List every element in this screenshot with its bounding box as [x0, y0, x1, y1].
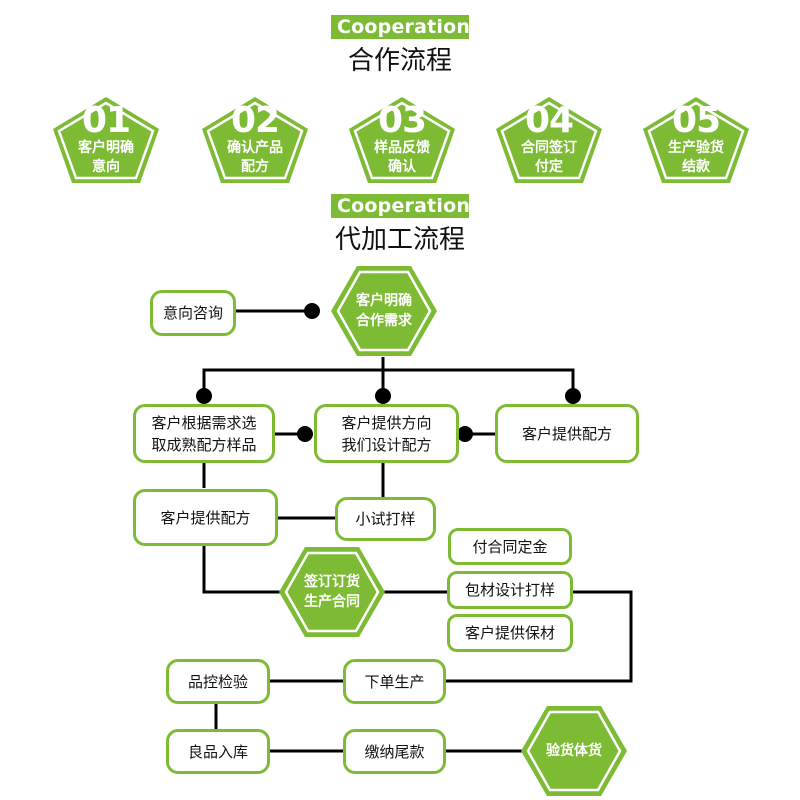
hexagon-shape: [331, 266, 437, 356]
step-label-line1: 确认产品: [227, 140, 283, 156]
node-trial-sample: 小试打样: [335, 497, 436, 541]
node-client-packaging: 客户提供保材: [447, 614, 573, 652]
junction-dot: [457, 426, 473, 442]
hex-label-line2: 合作需求: [356, 313, 412, 329]
step-05: 05 生产验货 结款: [640, 95, 752, 185]
node-label-line2: 取成熟配方样品: [151, 435, 257, 454]
step-number: 04: [524, 100, 574, 141]
junction-dot: [375, 388, 391, 404]
node-select-mature-formula: 客户根据需求选 取成熟配方样品: [133, 404, 275, 463]
junction-dot: [297, 426, 313, 442]
step-number: 03: [377, 100, 427, 141]
line-branch-bus: [202, 368, 575, 396]
pentagon-shape: [349, 97, 455, 183]
step-label-line1: 合同签订: [521, 140, 577, 156]
node-we-design-formula: 客户提供方向 我们设计配方: [314, 404, 459, 463]
step-label-line2: 付定: [535, 159, 563, 175]
step-03: 03 样品反馈 确认: [346, 95, 458, 185]
node-deposit: 付合同定金: [448, 528, 572, 565]
oem-process-title: 代加工流程: [334, 225, 465, 255]
node-label: 品控检验: [187, 672, 248, 691]
node-client-formula: 客户提供配方: [133, 489, 278, 546]
step-02: 02 确认产品 配方: [199, 95, 311, 185]
step-label-line2: 确认: [388, 159, 416, 175]
node-label: 小试打样: [355, 510, 416, 528]
pentagon-shape: [496, 97, 602, 183]
hexagon-shape: [279, 547, 385, 637]
line-formula-contract: [202, 545, 280, 594]
node-label: 下单生产: [364, 672, 425, 691]
node-packaging-design: 包材设计打样: [447, 571, 573, 609]
node-warehouse: 良品入库: [166, 729, 270, 774]
node-label-line2: 我们设计配方: [341, 435, 432, 454]
node-label-line1: 客户根据需求选: [151, 413, 257, 432]
junction-dot: [196, 388, 212, 404]
hex-label: 验货体货: [546, 743, 602, 759]
node-label: 缴纳尾款: [364, 742, 425, 761]
node-place-order: 下单生产: [343, 659, 446, 704]
node-label: 客户提供配方: [521, 424, 612, 443]
node-confirm-requirements: 客户明确 合作需求: [330, 265, 438, 357]
step-01: 01 客户明确 意向: [50, 95, 162, 185]
node-inspection-delivery: 验货体货: [520, 705, 628, 797]
step-label-line1: 生产验货: [668, 140, 724, 156]
hex-label-line1: 客户明确: [356, 293, 412, 309]
hexagon-shape: [521, 706, 627, 796]
step-label-line1: 客户明确: [78, 140, 134, 156]
node-client-formula-right: 客户提供配方: [495, 404, 639, 463]
junction-dot: [565, 388, 581, 404]
step-04: 04 合同签订 付定: [493, 95, 605, 185]
node-label: 良品入库: [187, 742, 248, 761]
pentagon-shape: [202, 97, 308, 183]
hex-label-line2: 生产合同: [304, 594, 360, 610]
node-label: 意向咨询: [162, 304, 223, 322]
cooperation-process-title: 合作流程: [347, 46, 452, 76]
node-label: 包材设计打样: [464, 581, 555, 599]
cooperation-badge-2: Cooperation: [331, 194, 470, 218]
pentagon-shape: [643, 97, 749, 183]
node-label: 付合同定金: [472, 537, 548, 556]
node-label: 客户提供保材: [464, 624, 555, 642]
step-label-line2: 意向: [92, 159, 120, 175]
pentagon-shape: [53, 97, 159, 183]
cooperation-badge-1: Cooperation: [331, 15, 470, 39]
hex-label-line1: 签订订货: [304, 574, 360, 590]
step-number: 02: [230, 100, 280, 141]
node-label: 客户提供配方: [160, 508, 251, 527]
node-label-line1: 客户提供方向: [341, 413, 432, 432]
node-quality-control: 品控检验: [166, 659, 270, 704]
line-packaging-production: [444, 590, 633, 683]
node-sign-contract: 签订订货 生产合同: [278, 546, 386, 638]
step-number: 01: [81, 100, 131, 141]
node-inquiry: 意向咨询: [150, 290, 236, 336]
step-label-line2: 配方: [241, 159, 269, 175]
step-label-line1: 样品反馈: [374, 140, 430, 156]
step-number: 05: [671, 100, 721, 141]
step-label-line2: 结款: [682, 159, 710, 175]
junction-dot: [304, 303, 320, 319]
node-final-payment: 缴纳尾款: [343, 729, 446, 774]
